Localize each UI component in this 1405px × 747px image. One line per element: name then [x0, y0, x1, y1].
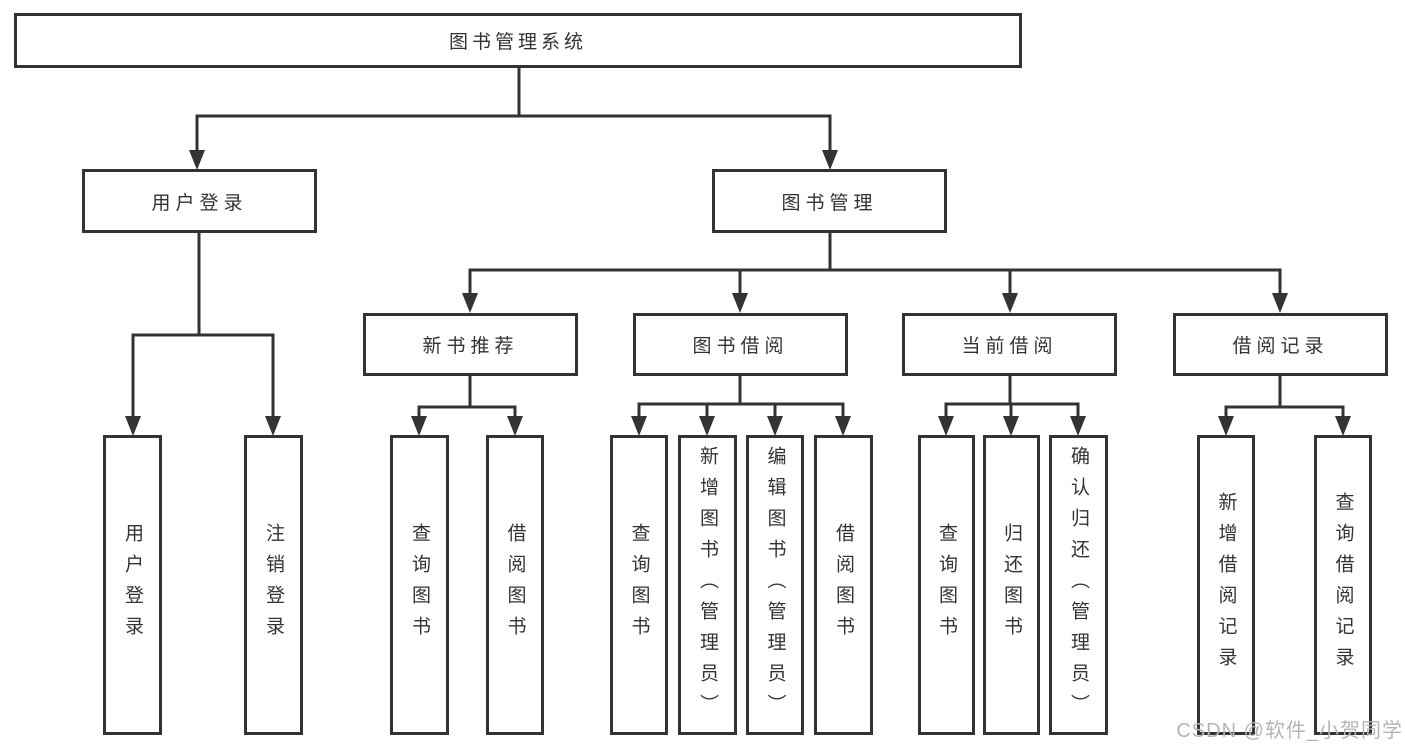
leaf-current-confirm-return-admin: 确认归还（管理员）: [1049, 435, 1108, 735]
leaf-rec-query-books: 查询图书: [390, 435, 449, 735]
connector-mgmt: [468, 233, 1282, 295]
node-book-management: 图书管理: [712, 169, 947, 233]
node-current-borrowing: 当前借阅: [902, 313, 1117, 376]
leaf-logout: 注销登录: [244, 435, 303, 735]
connector-records: [1224, 376, 1345, 418]
leaf-borrow-edit-books-admin: 编辑图书（管理员）: [746, 435, 804, 735]
arrowheads: [125, 150, 1351, 436]
leaf-borrow-borrow-books: 借阅图书: [814, 435, 873, 735]
csdn-watermark: CSDN @软件_小贺同学: [1176, 720, 1403, 742]
leaf-records-add-record: 新增借阅记录: [1197, 435, 1255, 735]
node-borrow-records: 借阅记录: [1173, 313, 1388, 376]
leaf-user-login: 用户登录: [103, 435, 162, 735]
connector-borrow: [637, 376, 845, 418]
connector-current: [944, 376, 1080, 418]
leaf-records-query-record: 查询借阅记录: [1314, 435, 1372, 735]
node-new-book-recommend: 新书推荐: [363, 313, 578, 376]
connector-root: [195, 68, 832, 152]
leaf-borrow-query-books: 查询图书: [610, 435, 668, 735]
leaf-current-return-books: 归还图书: [983, 435, 1040, 735]
leaf-borrow-add-books-admin: 新增图书（管理员）: [678, 435, 737, 735]
node-library-management-system: 图书管理系统: [14, 13, 1022, 68]
connector-login: [131, 233, 275, 418]
leaf-current-query-books: 查询图书: [918, 435, 975, 735]
node-book-borrowing: 图书借阅: [633, 313, 848, 376]
connector-rec: [417, 376, 517, 418]
leaf-rec-borrow-books: 借阅图书: [486, 435, 544, 735]
node-user-login: 用户登录: [82, 169, 317, 233]
